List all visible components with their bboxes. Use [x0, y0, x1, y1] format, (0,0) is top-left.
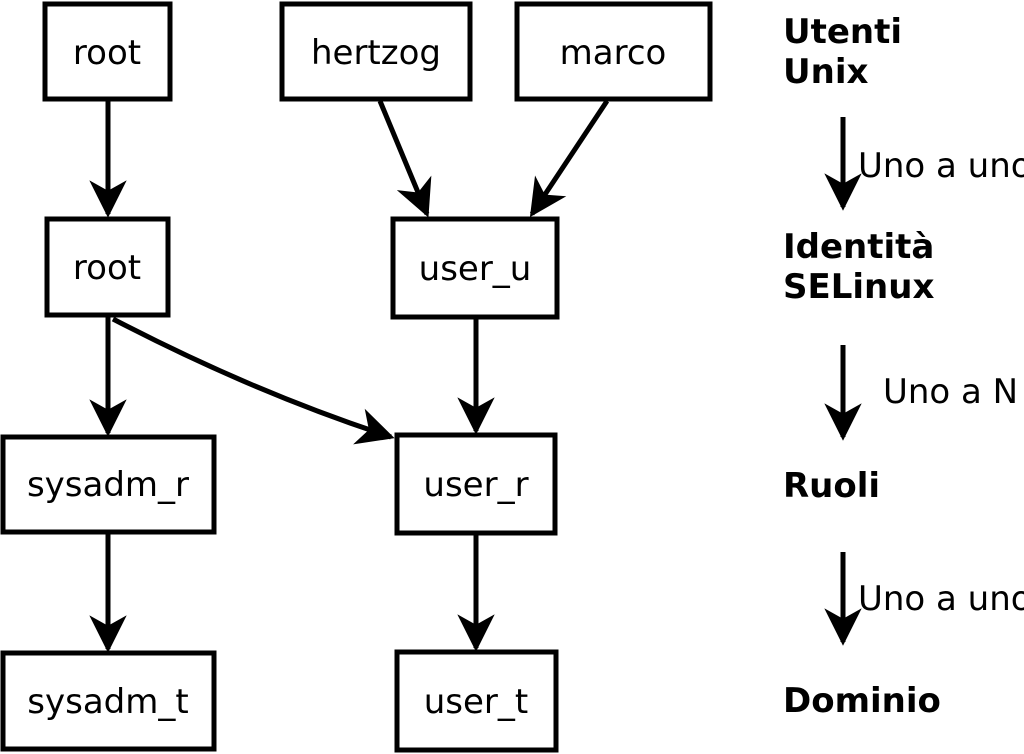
nodes: root hertzog marco root user_u sysadm_r [0, 1, 713, 753]
legend-stage-unix: Unix [783, 52, 868, 92]
legend-stage-utenti: Utenti [783, 12, 902, 52]
edge-selinux-root-to-user-r [111, 316, 395, 445]
node-role-user-r: user_r [394, 432, 558, 536]
node-unix-marco-box [514, 1, 713, 102]
node-domain-sysadm-t-box [0, 650, 217, 752]
legend: Utenti Unix Uno a uno Identità SELinux U… [783, 12, 1024, 721]
legend-stage-ruoli: Ruoli [783, 466, 880, 506]
node-role-sysadm-r: sysadm_r [0, 434, 217, 535]
node-unix-hertzog: hertzog [279, 1, 473, 102]
legend-relation-uno-a-n: Uno a N [883, 372, 1018, 412]
node-unix-root: root [42, 1, 173, 102]
node-selinux-user-u: user_u [390, 216, 560, 320]
node-role-user-r-box [394, 432, 558, 536]
legend-relation-uno-a-uno-1: Uno a uno [858, 146, 1024, 186]
node-domain-sysadm-t: sysadm_t [0, 650, 217, 752]
node-unix-hertzog-label: hertzog [311, 33, 441, 73]
legend-relation-uno-a-uno-2: Uno a uno [858, 579, 1024, 619]
node-role-sysadm-r-box [0, 434, 217, 535]
node-domain-sysadm-t-label: sysadm_t [27, 682, 188, 722]
node-selinux-root-box [44, 216, 171, 318]
node-role-user-r-label: user_r [423, 465, 528, 505]
node-selinux-user-u-label: user_u [419, 249, 532, 289]
legend-stage-selinux: SELinux [783, 267, 934, 307]
edges [89, 99, 610, 653]
node-unix-hertzog-box [279, 1, 473, 102]
node-selinux-user-u-box [390, 216, 560, 320]
node-selinux-root-label: root [73, 248, 141, 288]
legend-stage-dominio: Dominio [783, 681, 941, 721]
node-unix-root-label: root [73, 33, 141, 73]
node-selinux-root: root [44, 216, 171, 318]
node-role-sysadm-r-label: sysadm_r [27, 465, 189, 505]
node-domain-user-t: user_t [394, 649, 559, 753]
node-domain-user-t-box [394, 649, 559, 753]
edge-marco-to-user-u [529, 99, 610, 218]
node-domain-user-t-label: user_t [424, 682, 529, 722]
node-unix-marco-label: marco [560, 33, 667, 73]
edge-hertzog-to-user-u [377, 100, 432, 218]
legend-stage-identita: Identità [783, 227, 934, 267]
node-unix-marco: marco [514, 1, 713, 102]
node-unix-root-box [42, 1, 173, 102]
